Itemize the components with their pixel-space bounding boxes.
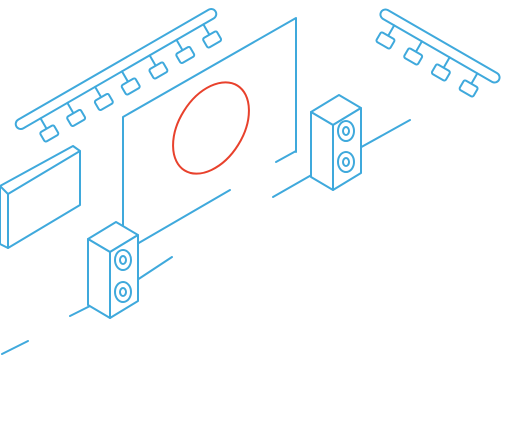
spot-left-6 [175,38,196,65]
spot-right-3 [430,56,451,82]
red-ellipse-icon [172,81,250,175]
spot-left-4 [120,70,141,96]
spot-right-1 [375,24,396,50]
spot-left-5 [148,54,169,80]
projection-screen-icon [122,17,297,241]
side-panel-icon [0,145,81,249]
spot-left-7 [202,23,223,49]
spot-right-2 [403,40,424,66]
speaker-front-icon [87,221,139,319]
spot-left-3 [93,85,114,112]
spot-right-4 [458,72,479,98]
track-light-right-icon [375,8,501,98]
spot-left-1 [39,117,60,143]
speaker-back-icon [310,94,362,191]
spot-left-2 [66,101,87,128]
track-light-left-icon [14,8,223,143]
